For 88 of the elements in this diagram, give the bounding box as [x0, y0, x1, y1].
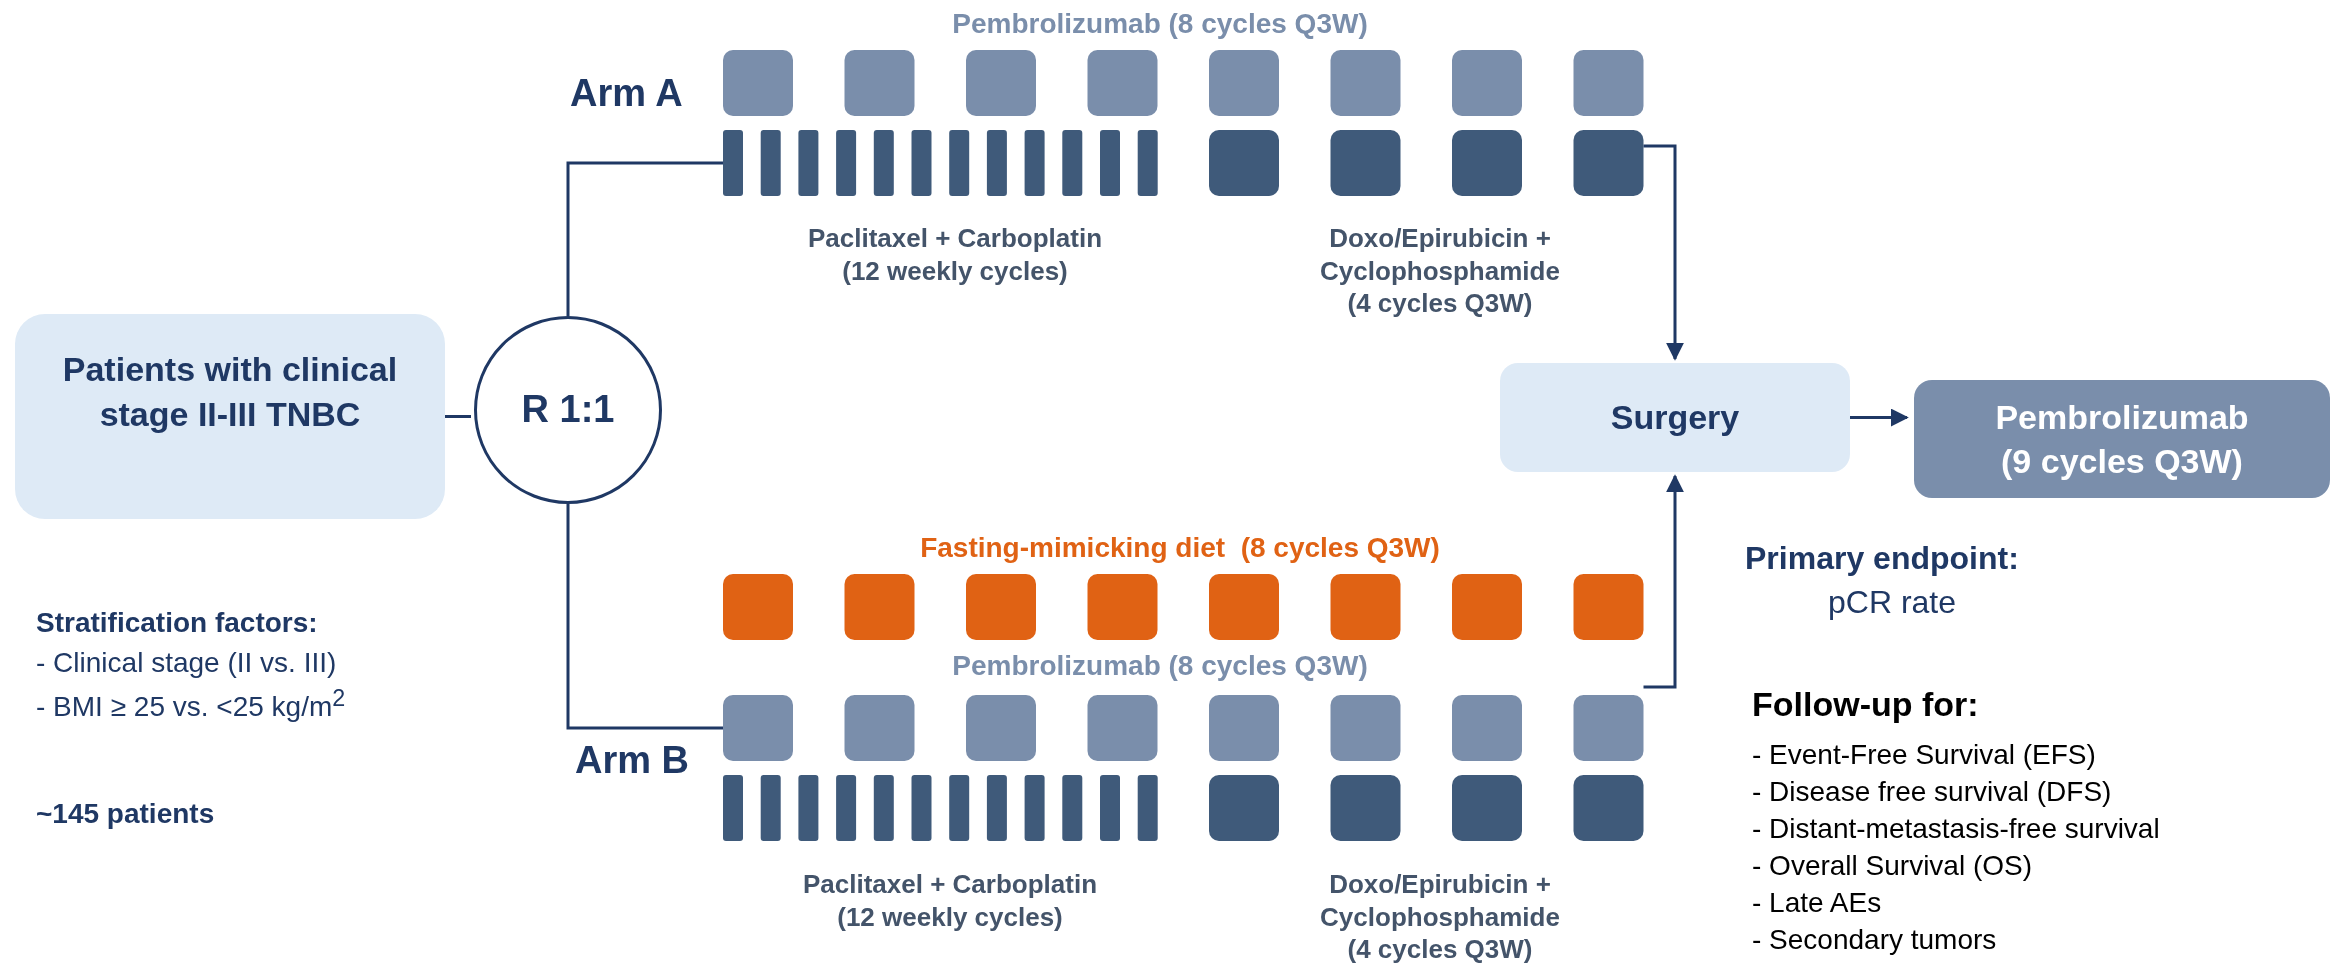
cycle-square [1087, 574, 1158, 640]
arm-label: Arm A [570, 71, 683, 116]
list-item: - Clinical stage (II vs. III) [36, 646, 337, 680]
endpoint-heading: Primary endpoint: [1745, 539, 2019, 578]
cycle-square [1452, 574, 1522, 640]
follow-up-heading: Follow-up for: [1752, 684, 1979, 725]
cycle-bar [836, 775, 857, 841]
cycle-bar [798, 775, 819, 841]
cycle-bar [1100, 130, 1120, 196]
cycle-square [1330, 695, 1401, 761]
cycle-bar [1062, 775, 1083, 841]
cycle-square [1452, 50, 1522, 116]
cycle-bar [986, 775, 1007, 841]
cycle-square [1209, 574, 1279, 640]
treatment-box: Pembrolizumab (9 cycles Q3W) [1914, 380, 2330, 498]
cycle-bar [1024, 775, 1045, 841]
cycle-bar [911, 130, 932, 196]
patient-count: ~145 patients [36, 797, 215, 831]
cycle-bar [873, 130, 894, 196]
cycle-square [723, 50, 793, 116]
arm-label: Arm B [575, 738, 690, 783]
list-item: - Late AEs [1752, 886, 1882, 920]
cycle-square [1330, 130, 1401, 196]
list-item: - Disease free survival (DFS) [1752, 775, 2112, 809]
cycle-bar [949, 130, 970, 196]
randomization-circle: R 1:1 [474, 316, 662, 504]
cycle-square [1087, 50, 1158, 116]
cycle-square [966, 50, 1036, 116]
cycle-square [1573, 574, 1644, 640]
cycle-bar [798, 130, 819, 196]
stratification-heading: Stratification factors: [36, 606, 318, 640]
list-item: - Secondary tumors [1752, 923, 1997, 957]
cycle-square [1209, 130, 1279, 196]
cycle-square [1087, 695, 1158, 761]
cycle-bar [1137, 775, 1158, 841]
cycle-bar [723, 775, 743, 841]
cycle-square [844, 50, 915, 116]
cycle-square [1452, 130, 1522, 196]
cycle-bar [1024, 130, 1045, 196]
cycle-square [723, 695, 793, 761]
endpoint-text: pCR rate [1828, 583, 1957, 622]
cycle-bar [911, 775, 932, 841]
connector-line [566, 161, 723, 316]
cycle-square [966, 574, 1036, 640]
cycle-square [1330, 50, 1401, 116]
cycle-bar [760, 775, 781, 841]
cycle-bar [1062, 130, 1083, 196]
cycle-bar [873, 775, 894, 841]
cycle-square [844, 695, 915, 761]
cycle-bar [836, 130, 857, 196]
cycle-square [1330, 775, 1401, 841]
cycle-square [1573, 50, 1644, 116]
cycle-bar [1137, 130, 1158, 196]
cycle-square [966, 695, 1036, 761]
cycle-square [1209, 775, 1279, 841]
cycle-bar [1100, 775, 1120, 841]
regimen-label: Fasting-mimicking diet (8 cycles Q3W) [920, 531, 1440, 565]
cycle-bar [986, 130, 1007, 196]
regimen-label: Paclitaxel + Carboplatin (12 weekly cycles) [806, 222, 1104, 287]
surgery-box: Surgery [1500, 363, 1850, 472]
cycle-square [844, 574, 915, 640]
list-item: - Event-Free Survival (EFS) [1752, 738, 2096, 772]
cycle-bar [723, 130, 743, 196]
cycle-square [723, 574, 793, 640]
regimen-label: Pembrolizumab (8 cycles Q3W) [952, 649, 1368, 683]
cycle-square [1452, 695, 1522, 761]
cycle-bar [760, 130, 781, 196]
arrow [1643, 474, 1684, 689]
population-box: Patients with clinical stage II-III TNBC [15, 314, 445, 519]
regimen-label: Doxo/Epirubicin + Cyclophosphamide (4 cycles Q3W) [1319, 222, 1561, 320]
cycle-square [1573, 695, 1644, 761]
regimen-label: Paclitaxel + Carboplatin (12 weekly cycles) [801, 868, 1099, 933]
connector-line [445, 415, 471, 418]
cycle-square [1209, 50, 1279, 116]
list-item: - BMI ≥ 25 vs. <25 kg/m$^{2}$ [36, 684, 346, 725]
arrow [1643, 144, 1684, 361]
list-item: - Overall Survival (OS) [1752, 849, 2033, 883]
connector-line [566, 504, 723, 730]
cycle-square [1209, 695, 1279, 761]
cycle-square [1573, 775, 1644, 841]
cycle-bar [949, 775, 970, 841]
cycle-square [1573, 130, 1644, 196]
cycle-square [1330, 574, 1401, 640]
regimen-label: Doxo/Epirubicin + Cyclophosphamide (4 cycles Q3W) [1319, 868, 1561, 966]
arrow [1850, 408, 1909, 427]
cycle-square [1452, 775, 1522, 841]
regimen-label: Pembrolizumab (8 cycles Q3W) [952, 7, 1368, 41]
list-item: - Distant-metastasis-free survival [1752, 812, 2160, 846]
